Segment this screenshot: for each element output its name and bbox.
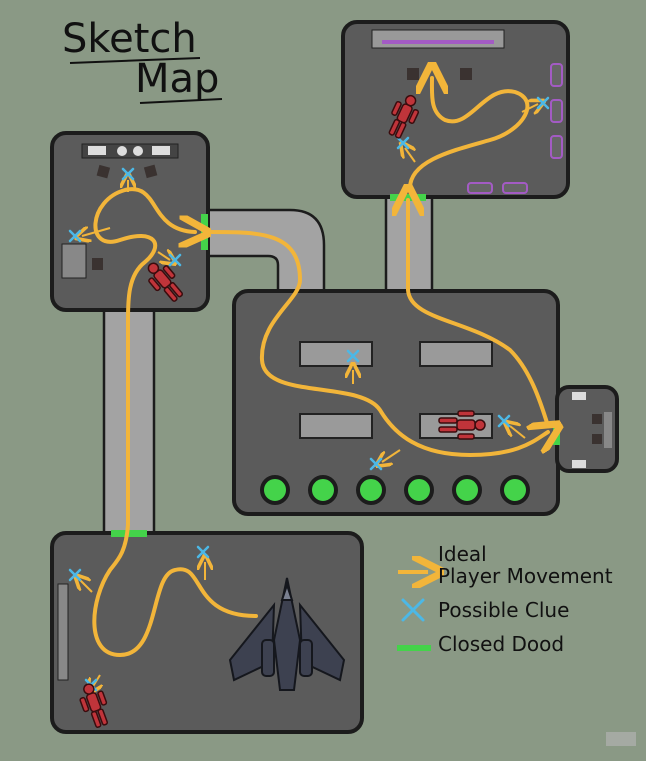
terminal-icon (550, 135, 563, 159)
clue-x-icon (346, 349, 360, 363)
door-icon (397, 645, 431, 651)
desk-icon (61, 243, 87, 279)
ship-icon (228, 577, 346, 691)
clue-x-icon (536, 96, 550, 110)
legend-clue: Possible Clue (401, 598, 569, 622)
body-icon (438, 410, 486, 440)
legend: Ideal Player Movement Possible Clue Clos… (397, 542, 613, 656)
clue-x-icon (369, 457, 383, 471)
clue-x-icon (497, 414, 511, 428)
path-central-route (208, 230, 548, 458)
path-north-route (408, 200, 550, 428)
chair-icon (407, 68, 419, 80)
title-line2: Map (135, 56, 219, 102)
table-block (299, 413, 373, 439)
clue-x-icon (68, 568, 82, 582)
bodies (79, 94, 486, 728)
legend-door: Closed Dood (397, 632, 564, 656)
watermark-block (606, 732, 636, 746)
chair-icon (592, 434, 602, 444)
pod-row (260, 475, 530, 505)
chair-icon (460, 68, 472, 80)
terminal-icon (550, 63, 563, 87)
door-icon (553, 421, 560, 445)
title-line1: Sketch (62, 16, 197, 62)
chair-icon (96, 164, 111, 179)
player-paths (92, 78, 550, 658)
path-west-route (92, 187, 258, 658)
clue-x-icon (196, 545, 210, 559)
legend-door-label: Closed Dood (438, 632, 564, 656)
body-icon (147, 262, 184, 302)
chair-icon (92, 258, 103, 270)
clue-arrows (80, 104, 538, 688)
table-block (299, 341, 373, 367)
clue-x-icon (68, 229, 82, 243)
clue-x-icon (401, 598, 425, 622)
clue-x-icon (168, 253, 182, 267)
door-icon (201, 214, 208, 250)
terminal-icon (502, 182, 528, 194)
chair-icon (143, 164, 158, 179)
clue-x-icon (396, 136, 410, 150)
body-icon (388, 94, 420, 139)
clue-x-icon (121, 167, 135, 181)
legend-movement-line2: Player Movement (438, 564, 613, 588)
path-north-room (408, 78, 530, 190)
room-central (232, 289, 560, 516)
map-title: Sketch Map (62, 16, 223, 104)
terminal-icon (467, 182, 493, 194)
clue-markers (68, 96, 550, 692)
corridor-north-elbow (202, 208, 326, 297)
console-icon (371, 29, 505, 49)
terminal-icon (550, 99, 563, 123)
table-block (419, 341, 493, 367)
legend-clue-label: Possible Clue (438, 598, 569, 622)
chair-icon (592, 414, 602, 424)
legend-movement-line1: Ideal (438, 542, 487, 566)
room-east (555, 385, 619, 473)
body-icon (79, 683, 109, 728)
legend-movement: Ideal Player Movement (398, 542, 613, 588)
room-north (341, 20, 570, 199)
